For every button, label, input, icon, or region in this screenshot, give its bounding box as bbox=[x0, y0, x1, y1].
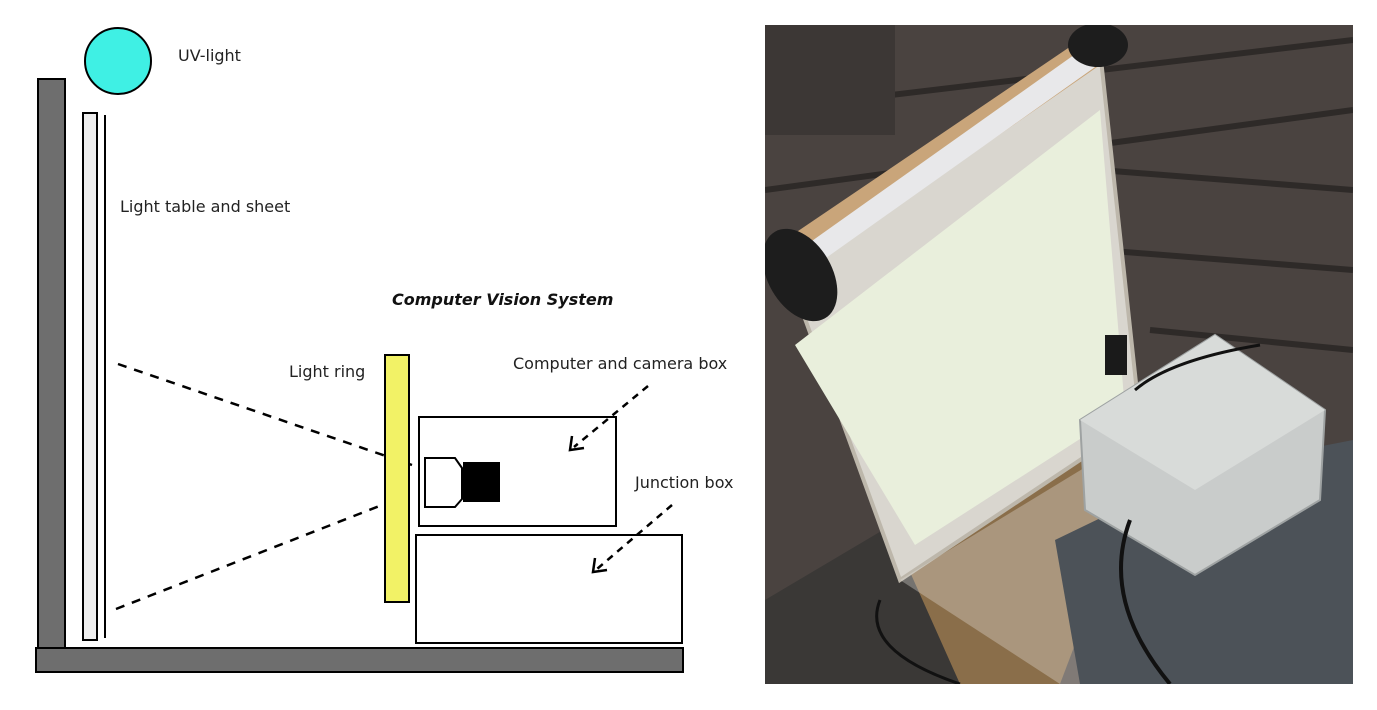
view-line-top bbox=[117, 362, 413, 467]
junction-box-label: Junction box bbox=[634, 473, 733, 492]
setup-photo bbox=[765, 25, 1353, 684]
light-ring bbox=[384, 354, 410, 603]
floor bbox=[35, 647, 684, 673]
camera-lens-icon bbox=[424, 457, 463, 508]
system-title: Computer Vision System bbox=[392, 290, 613, 309]
junction-box-arrow bbox=[591, 504, 673, 574]
camera-box-arrow bbox=[568, 385, 649, 452]
light-panel bbox=[795, 110, 1125, 545]
view-line-bottom bbox=[115, 494, 406, 611]
light-ring-label: Light ring bbox=[289, 362, 365, 381]
light-table bbox=[82, 112, 98, 641]
light-table-label: Light table and sheet bbox=[120, 197, 290, 216]
camera-box-label: Computer and camera box bbox=[513, 354, 727, 373]
uv-light-label: UV-light bbox=[178, 46, 241, 65]
junction-box bbox=[415, 534, 683, 644]
wall bbox=[37, 78, 66, 649]
uv-light-icon bbox=[84, 27, 152, 95]
camera-body-icon bbox=[463, 462, 500, 502]
